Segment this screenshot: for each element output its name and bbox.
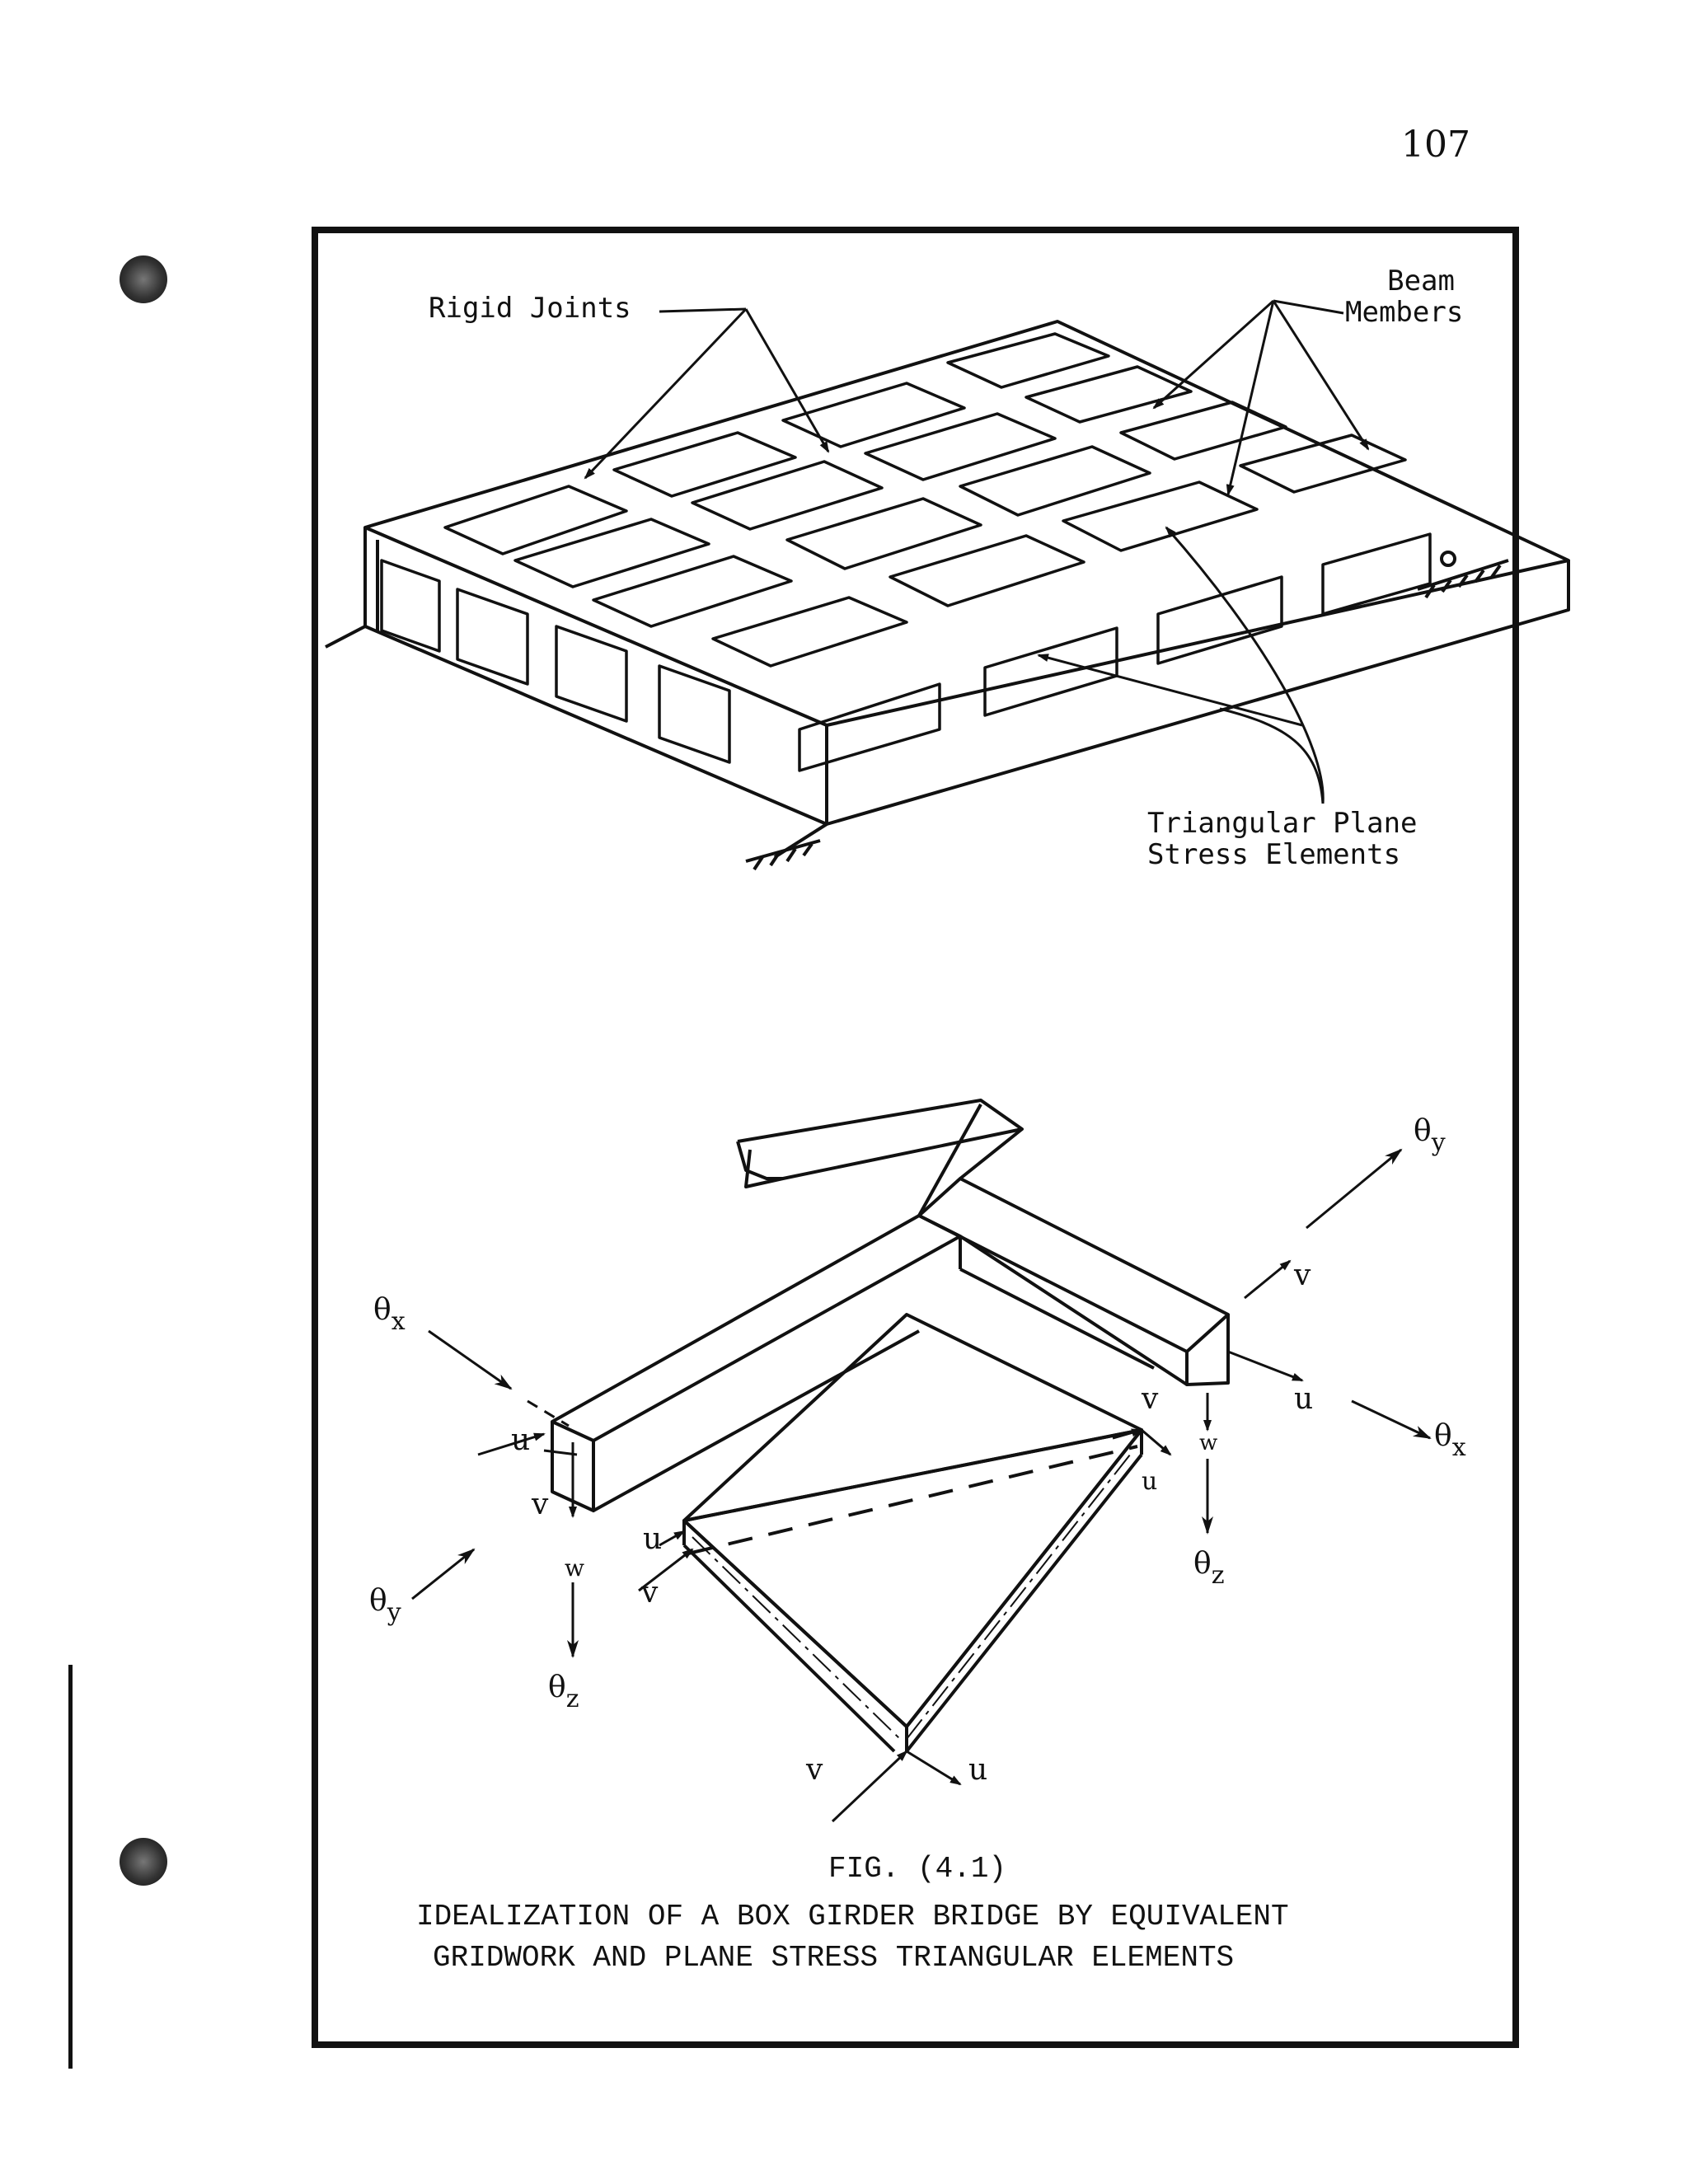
label-theta-x-left: θx [373,1293,406,1337]
leader-rigid-joints [584,307,830,480]
label-u-left: u [511,1423,531,1457]
label-v-triangle-bottom: v [806,1753,823,1787]
dof-arrows-left [411,1329,579,1658]
label-theta-y-left: θy [369,1584,401,1628]
label-u-triangle-bottom: u [968,1753,988,1787]
box-girder-bridge [325,299,1570,871]
punch-hole-icon [120,1838,167,1886]
margin-rule [68,1665,73,2069]
label-v-triangle-left: v [641,1576,659,1610]
deck-openings [443,332,1407,668]
label-v-left: v [532,1488,549,1521]
dof-arrows-right [1202,1148,1432,1535]
side-openings-left [380,559,731,764]
figure-frame [312,227,1519,2048]
label-v-triangle-right: v [1142,1382,1159,1416]
dof-arrows-triangle-left [638,1530,694,1592]
ground-line [325,625,366,649]
caption-line1: IDEALIZATION OF A BOX GIRDER BRIDGE BY E… [416,1900,1289,1933]
punch-hole-icon [120,255,167,303]
caption-line2: GRIDWORK AND PLANE STRESS TRIANGULAR ELE… [433,1941,1235,1975]
grid-element-diagram [411,1099,1432,1823]
figure-number: FIG. (4.1) [828,1852,1007,1886]
diagonal-dashed [687,1445,1138,1555]
dof-arrows-triangle-right [1112,1428,1172,1456]
label-rigid-joints: Rigid Joints [429,292,631,325]
label-u-triangle-left: u [643,1522,663,1556]
page-number: 107 [1401,124,1470,166]
support-hatch-icon [1417,551,1509,599]
label-theta-z-left: θz [548,1671,579,1714]
label-beam-members-line2: Members [1345,296,1464,329]
label-triangular-line1: Triangular Plane [1147,807,1418,840]
bridge-front-face [363,527,1570,826]
slab-body [682,1313,1143,1522]
label-u-triangle-right: u [1142,1467,1158,1496]
leader-triangular [1037,526,1325,804]
label-w-right: w [1199,1431,1218,1455]
transverse-beam [736,1099,1024,1180]
dof-arrows-triangle-bottom [831,1750,962,1823]
right-beam-front [1185,1315,1230,1386]
label-triangular-line2: Stress Elements [1147,838,1401,871]
longitudinal-beam-top [551,1214,962,1442]
leader-beam-members [1152,299,1370,496]
label-theta-y-right: θy [1414,1114,1446,1158]
bridge-deck-top [363,320,1570,727]
label-beam-members-line1: Beam [1387,265,1455,298]
label-u-right: u [1294,1382,1314,1416]
label-w-left: w [565,1554,584,1582]
label-theta-z-right: θz [1193,1547,1225,1591]
label-theta-x-right: θx [1434,1419,1466,1463]
label-v-right: v [1294,1258,1311,1292]
side-openings-right [798,532,1432,772]
support-hatch-icon [745,823,828,871]
